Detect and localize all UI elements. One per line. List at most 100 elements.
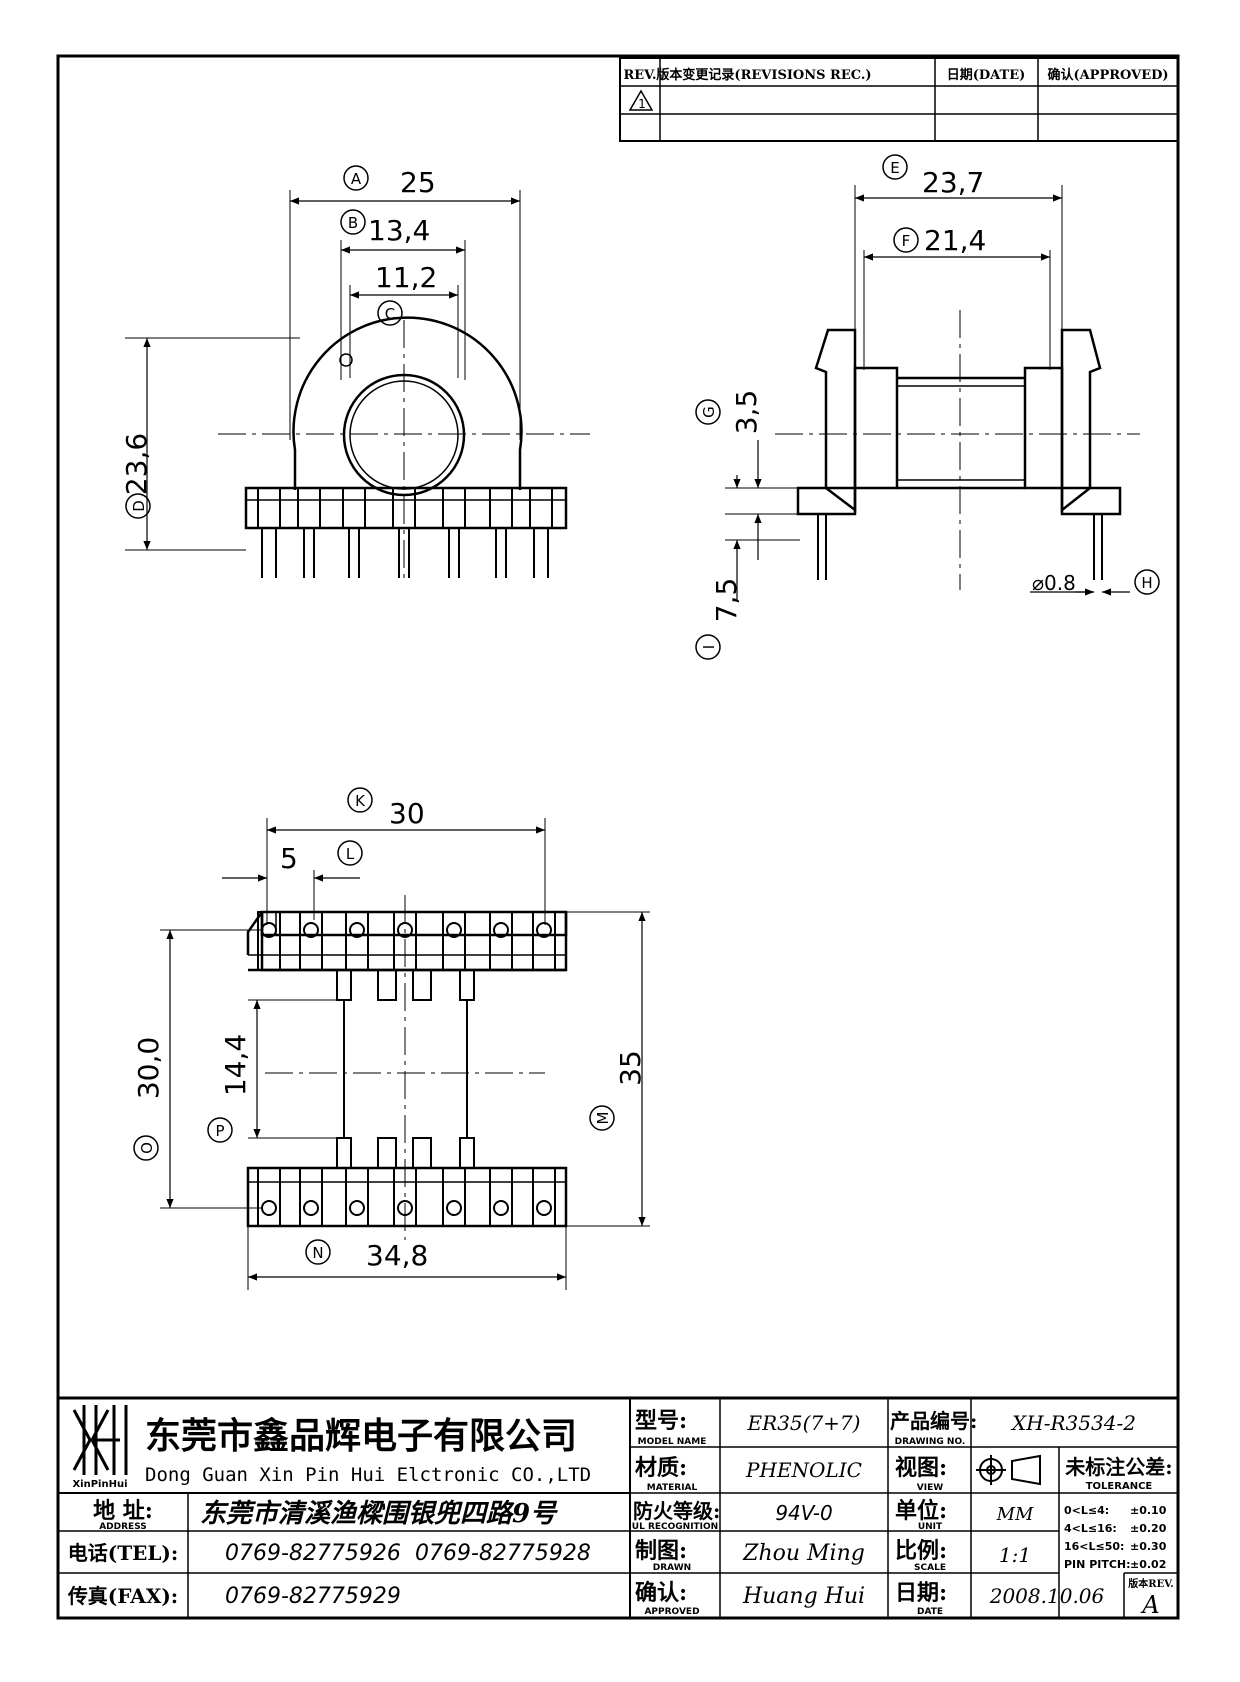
rev-label: 版本REV. xyxy=(1128,1577,1173,1590)
tolerance-label-en: TOLERANCE xyxy=(1086,1481,1153,1492)
material-value: PHENOLIC xyxy=(745,1458,862,1482)
fax-value: 0769-82775929 xyxy=(225,1584,401,1609)
model-value: ER35(7+7) xyxy=(747,1411,861,1435)
tel-value-1: 0769-82775926 xyxy=(225,1541,401,1566)
tolerance-range-3: PIN PITCH: xyxy=(1064,1558,1131,1571)
dim-b: B 13,4 xyxy=(340,209,430,247)
drawing-no-value: XH-R3534-2 xyxy=(1010,1411,1136,1435)
dim-f-value: 21,4 xyxy=(924,224,986,257)
date-label: 日期: xyxy=(895,1580,947,1606)
address-value: 东莞市清溪渔樑围银兜四路9号 xyxy=(200,1499,558,1529)
unit-value: MM xyxy=(996,1504,1034,1525)
bottom-view xyxy=(160,818,650,1290)
dim-b-letter: B xyxy=(348,214,358,232)
scale-label: 比例: xyxy=(895,1538,947,1564)
tolerance-range-1: 4<L≤16: xyxy=(1064,1522,1117,1535)
dim-d: 23,6 D xyxy=(120,433,153,519)
dim-o-value: 30,0 xyxy=(132,1037,165,1099)
view-label: 视图: xyxy=(895,1455,947,1481)
approved-label: 确认: xyxy=(635,1580,687,1606)
unit-label-en: UNIT xyxy=(918,1522,943,1532)
dim-h-value: ⌀0.8 xyxy=(1032,571,1076,595)
revision-record-header: 版本变更记录(REVISIONS REC.) xyxy=(656,67,871,83)
model-label: 型号: xyxy=(635,1408,687,1434)
fax-label: 传真(FAX): xyxy=(67,1584,178,1608)
dim-e-letter: E xyxy=(890,159,899,177)
dim-g-value: 3,5 xyxy=(730,390,763,435)
tolerance-label: 未标注公差: xyxy=(1065,1455,1172,1479)
tolerance-range-2: 16<L≤50: xyxy=(1064,1540,1124,1553)
date-value: 2008.10.06 xyxy=(989,1584,1105,1608)
svg-text:1: 1 xyxy=(638,97,646,111)
dim-l-letter: L xyxy=(346,845,355,863)
side-view xyxy=(725,185,1140,600)
dim-i: 7,5 I xyxy=(695,578,743,660)
projection-symbol-icon xyxy=(976,1454,1041,1486)
dim-k-letter: K xyxy=(355,792,366,810)
date-label-en: DATE xyxy=(917,1607,943,1617)
tolerance-range-0: 0<L≤4: xyxy=(1064,1504,1109,1517)
company-name-cn: 东莞市鑫品辉电子有限公司 xyxy=(145,1415,577,1457)
dim-g-letter: G xyxy=(700,406,718,418)
dim-d-value: 23,6 xyxy=(120,433,153,495)
unit-label: 单位: xyxy=(895,1498,947,1524)
tel-label: 电话(TEL): xyxy=(68,1541,179,1565)
dim-a-letter: A xyxy=(351,170,362,188)
dim-m-value: 35 xyxy=(614,1050,647,1086)
drawn-value: Zhou Ming xyxy=(742,1541,865,1566)
tolerance-value-3: ±0.02 xyxy=(1130,1558,1166,1571)
dim-m-letter: M xyxy=(594,1112,612,1125)
logo-text: XinPinHui xyxy=(72,1479,127,1490)
tolerance-value-1: ±0.20 xyxy=(1130,1522,1167,1535)
dim-o: 30,0 O xyxy=(132,1037,165,1161)
rev-value: A xyxy=(1140,1591,1159,1619)
dim-o-letter: O xyxy=(138,1142,156,1154)
dim-e-value: 23,7 xyxy=(922,166,984,199)
dim-p-value: 14,4 xyxy=(219,1034,252,1096)
revision-table: REV. 版本变更记录(REVISIONS REC.) 日期(DATE) 确认(… xyxy=(619,57,1179,142)
company-name-en: Dong Guan Xin Pin Hui Elctronic CO.,LTD xyxy=(145,1464,591,1486)
tolerance-value-2: ±0.30 xyxy=(1130,1540,1167,1553)
dim-p: 14,4 P xyxy=(207,1034,252,1143)
approved-label-en: APPROVED xyxy=(644,1607,699,1617)
dim-n-letter: N xyxy=(312,1244,323,1262)
dim-f: F 21,4 xyxy=(893,224,986,257)
ul-value: 94V-0 xyxy=(775,1501,832,1525)
material-label-en: MATERIAL xyxy=(647,1483,698,1493)
dim-k: K 30 xyxy=(347,787,425,830)
dim-g: 3,5 G xyxy=(695,390,763,435)
dim-k-value: 30 xyxy=(389,797,425,830)
dim-c-value: 11,2 xyxy=(375,261,437,294)
address-label: 地 址: xyxy=(93,1498,153,1524)
approved-value: Huang Hui xyxy=(742,1584,865,1609)
dim-i-value: 7,5 xyxy=(710,578,743,623)
tolerance-table: 0<L≤4: ±0.10 4<L≤16: ±0.20 16<L≤50: ±0.3… xyxy=(1064,1504,1167,1571)
dim-n-value: 34,8 xyxy=(366,1239,428,1272)
title-block: XinPinHui 东莞市鑫品辉电子有限公司 Dong Guan Xin Pin… xyxy=(56,1396,1180,1620)
dim-a-value: 25 xyxy=(400,166,436,199)
sheet-border xyxy=(56,54,1180,1620)
dim-h-letter: H xyxy=(1141,574,1152,592)
scale-value: 1:1 xyxy=(999,1543,1031,1567)
model-label-en: MODEL NAME xyxy=(638,1437,707,1447)
dim-e: E 23,7 xyxy=(882,154,984,199)
company-logo: XinPinHui xyxy=(72,1405,128,1490)
dim-a: A 25 xyxy=(343,165,436,199)
drawing-no-label-en: DRAWING NO. xyxy=(895,1437,966,1447)
dim-h: ⌀0.8 H xyxy=(1032,569,1160,595)
revision-date-header: 日期(DATE) xyxy=(947,68,1026,83)
dim-i-letter: I xyxy=(700,645,718,649)
ul-label: 防火等级: xyxy=(633,1499,720,1523)
view-label-en: VIEW xyxy=(917,1483,943,1493)
rev-header: REV. xyxy=(623,68,656,83)
ul-label-en: UL RECOGNITION xyxy=(632,1522,718,1532)
dim-b-value: 13,4 xyxy=(368,214,430,247)
dim-d-letter: D xyxy=(130,500,148,512)
dim-l-value: 5 xyxy=(280,842,298,875)
dim-l: 5 L xyxy=(280,840,363,875)
tel-value-2: 0769-82775928 xyxy=(415,1541,591,1566)
address-label-en: ADDRESS xyxy=(99,1522,147,1532)
drawn-label-en: DRAWN xyxy=(653,1563,691,1573)
dim-n: N 34,8 xyxy=(305,1239,428,1272)
